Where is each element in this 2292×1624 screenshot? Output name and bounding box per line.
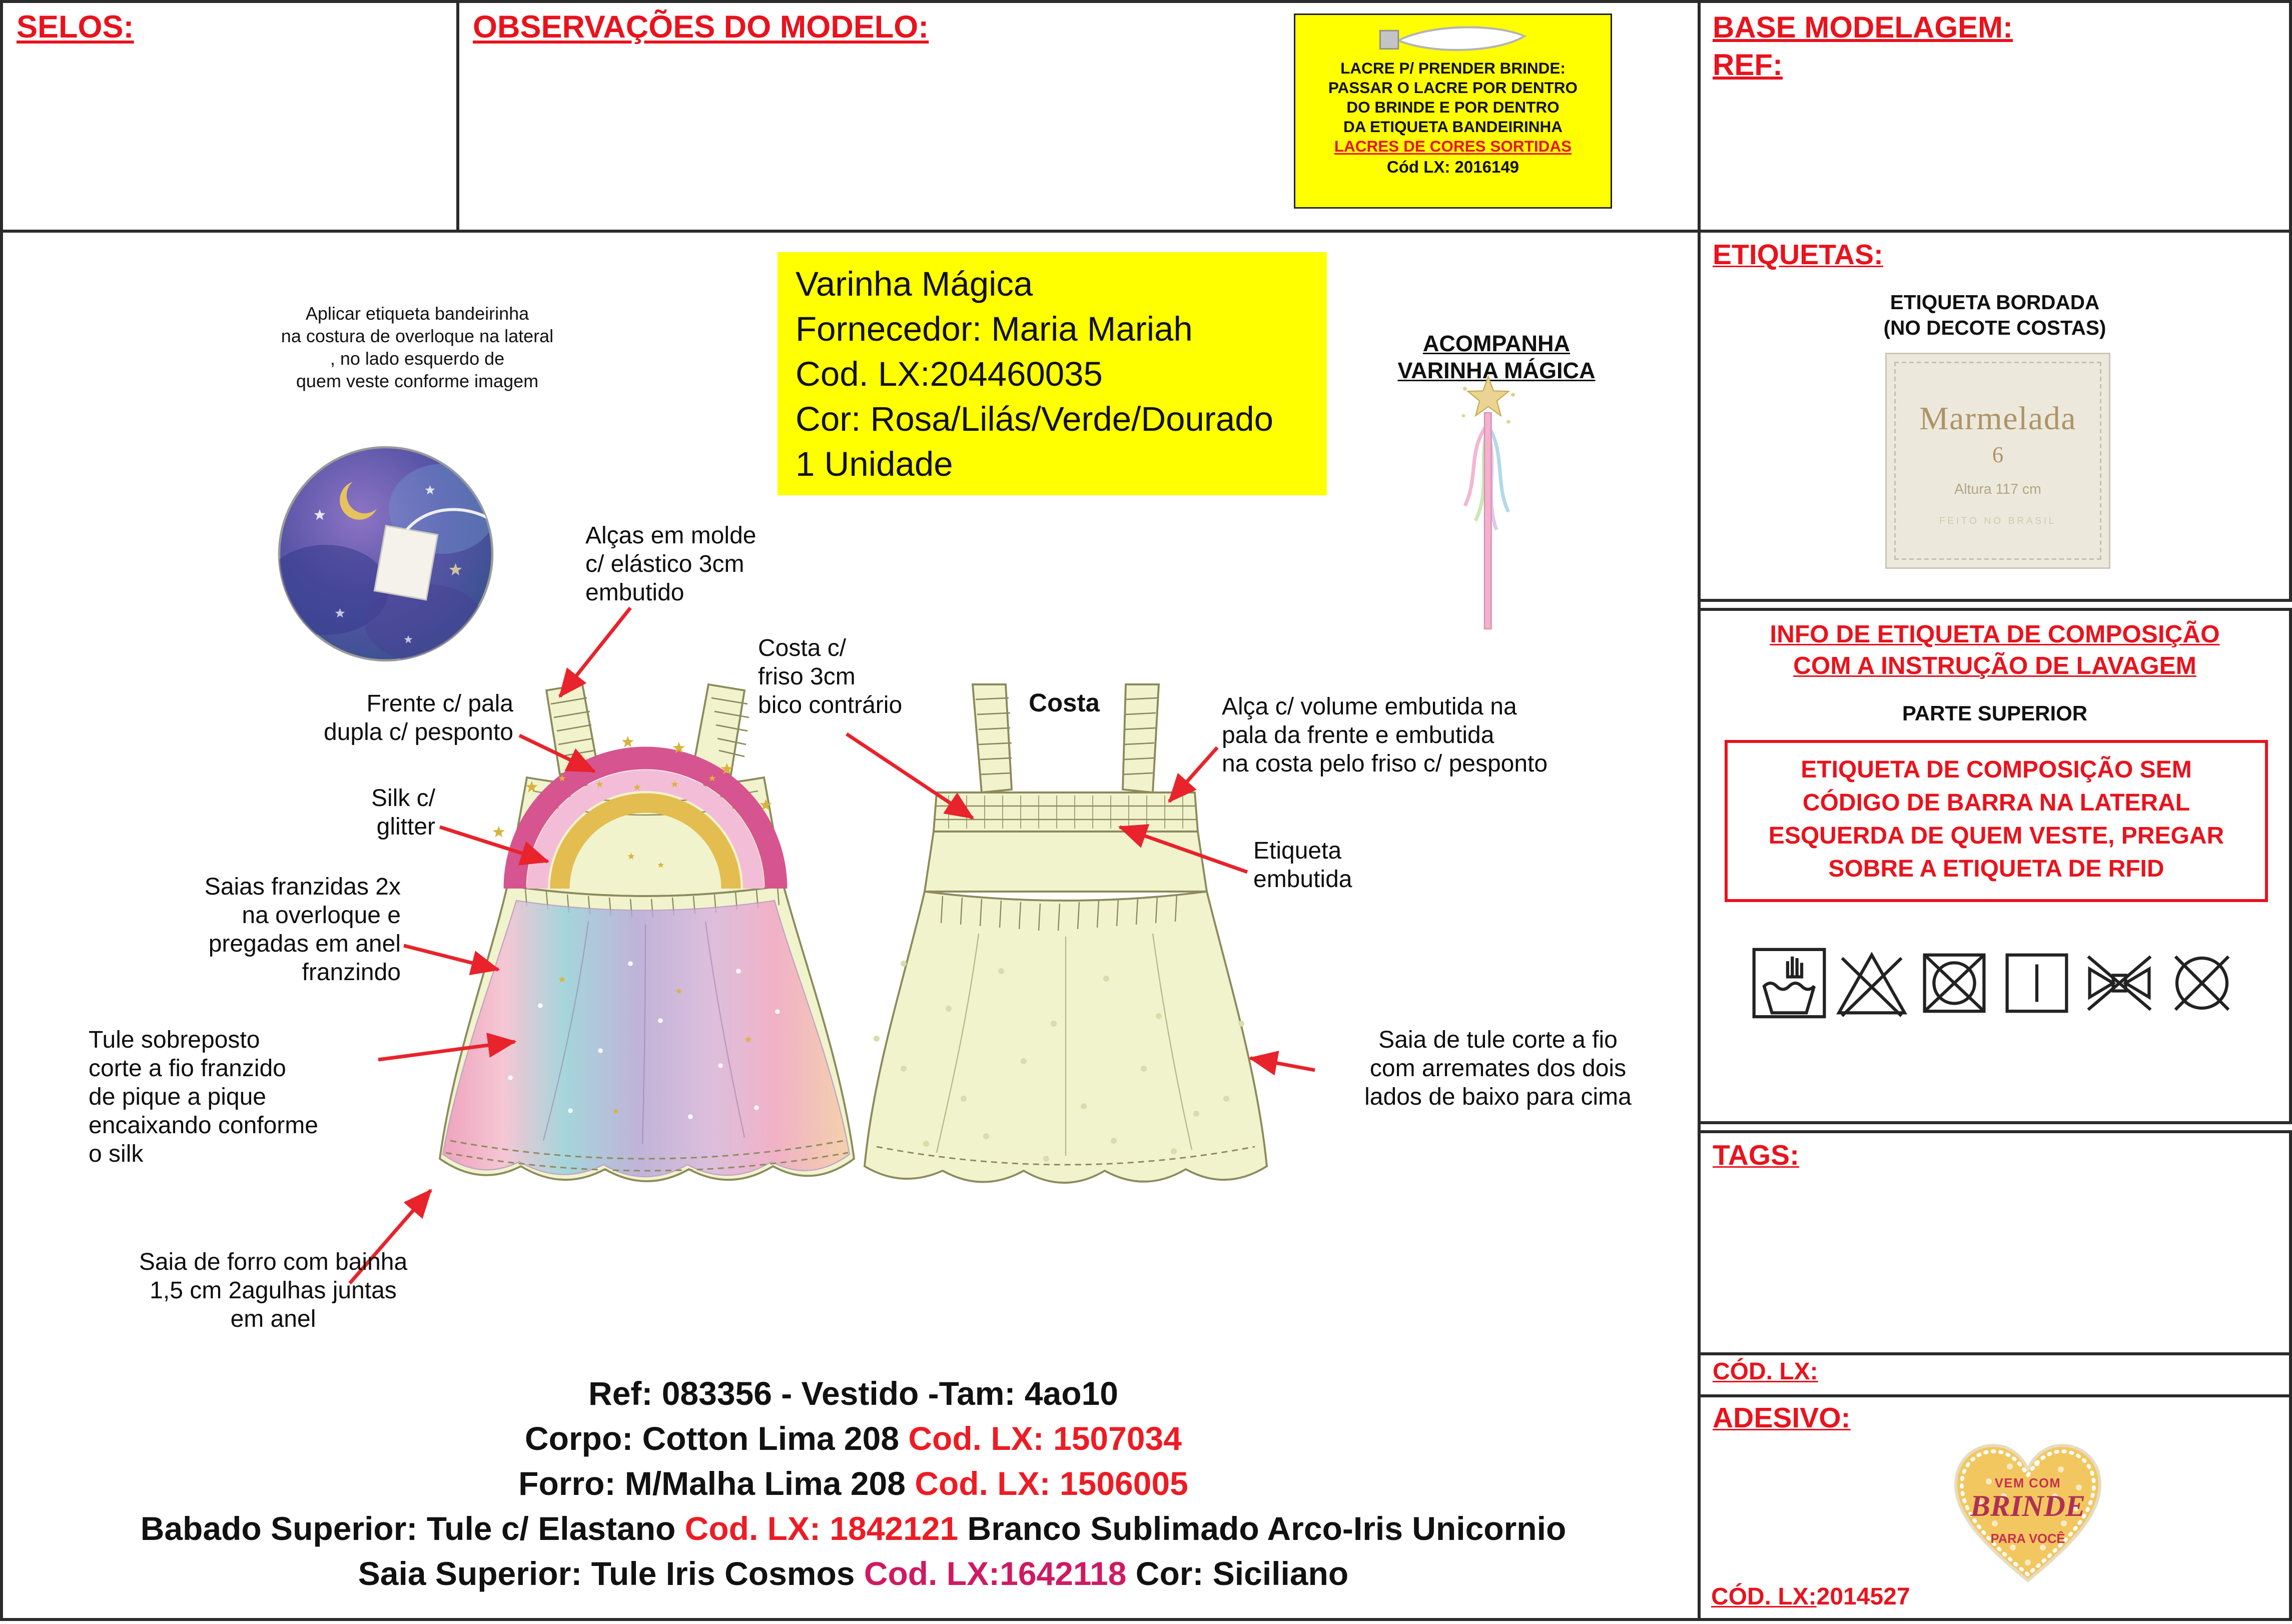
footer-ref-line: Ref: 083356 - Vestido -Tam: 4ao10: [588, 1375, 1118, 1412]
product-cod: Cod. LX:204460035: [796, 354, 1103, 393]
annotation-tule-sobreposto: Tule sobreposto corte a fio franzido de …: [89, 1028, 318, 1168]
label-size: 6: [1992, 444, 2004, 468]
tags-label: TAGS:: [1713, 1141, 1800, 1172]
acompanha-label: ACOMPANHA VARINHA MÁGICA: [1397, 332, 1596, 384]
tulle-overlay-skirt: [442, 900, 851, 1178]
brinde-sticker: VEM COM BRINDE PARA VOCÊ: [1944, 1430, 2112, 1598]
back-view-label: Costa: [1029, 689, 1100, 717]
footer-forro-line: Forro: M/Malha Lima 208 Cod. LX: 1506005: [21, 1462, 1686, 1507]
annotation-saias-franzidas: Saias franzidas 2x na overloque e pregad…: [204, 875, 401, 986]
product-qty: 1 Unidade: [796, 444, 953, 483]
heart-sticker-icon: [1954, 1443, 2102, 1582]
magic-wand-image: [1453, 374, 1525, 636]
sticker-bottom-text: PARA VOCÊ: [1990, 1531, 2065, 1546]
garment-flat-drawing: [438, 683, 1268, 1184]
etiquetas-section: ETIQUETAS: ETIQUETA BORDADA (NO DECOTE C…: [1698, 230, 2292, 602]
observacoes-section: OBSERVAÇÕES DO MODELO: LACRE P/ PRENDER …: [456, 0, 1701, 233]
babado-cod: Cod. LX: 1842121: [684, 1510, 959, 1547]
footer-babado-line: Babado Superior: Tule c/ Elastano Cod. L…: [21, 1507, 1686, 1552]
annotation-saia-forro: Saia de forro com bainha 1,5 cm 2agulhas…: [139, 1250, 408, 1333]
annotation-saia-tule: Saia de tule corte a fio com arremates d…: [1364, 1028, 1632, 1111]
care-symbols-row: [1701, 947, 2289, 1019]
adesivo-cod-number: 2014527: [1816, 1585, 1910, 1610]
do-not-tumble-dry-icon: [1916, 947, 1991, 1019]
woven-label-mock: Marmelada 6 Altura 117 cm FEITO NO BRASI…: [1885, 353, 2110, 569]
lacre-instructions: LACRE P/ PRENDER BRINDE: PASSAR O LACRE …: [1328, 60, 1578, 137]
lacre-colors-note: LACRES DE CORES SORTIDAS: [1334, 138, 1572, 156]
tags-section: TAGS:: [1698, 1130, 2292, 1355]
adesivo-section: ADESIVO: VEM COM BRINDE PARA VOCÊ CÓD. L…: [1698, 1394, 2292, 1621]
babado-text2: Branco Sublimado Arco-Iris Unicornio: [958, 1510, 1567, 1547]
parte-superior-label: PARTE SUPERIOR: [1902, 701, 2088, 725]
detail-photo: [275, 443, 497, 665]
drip-dry-icon: [1999, 947, 2074, 1019]
annotation-alcas: Alças em molde c/ elástico 3cm embutido: [585, 524, 756, 606]
lacre-note-box: LACRE P/ PRENDER BRINDE: PASSAR O LACRE …: [1294, 14, 1612, 209]
adesivo-cod: CÓD. LX:2014527: [1711, 1585, 1910, 1612]
etiqueta-bordada-title: ETIQUETA BORDADA (NO DECOTE COSTAS): [1883, 291, 2106, 339]
forro-cod: Cod. LX: 1506005: [915, 1465, 1188, 1502]
cod-lx-section: CÓD. LX:: [1698, 1352, 2292, 1397]
saia-text: Saia Superior: Tule Iris Cosmos: [358, 1555, 864, 1592]
footer-corpo-line: Corpo: Cotton Lima 208 Cod. LX: 1507034: [21, 1417, 1686, 1462]
sticker-main-text: BRINDE: [1970, 1490, 2086, 1523]
annotation-silk: Silk c/ glitter: [371, 786, 435, 841]
adesivo-cod-label: CÓD. LX:: [1711, 1585, 1817, 1610]
product-name: Varinha Mágica: [796, 264, 1033, 303]
adesivo-label: ADESIVO:: [1713, 1403, 1851, 1435]
label-brand: Marmelada: [1919, 399, 2076, 437]
annotation-costa-friso: Costa c/ friso 3cm bico contrário: [758, 636, 903, 719]
do-not-dry-clean-icon: [2164, 947, 2239, 1019]
label-height: Altura 117 cm: [1954, 482, 2041, 498]
product-info-box: Varinha Mágica Fornecedor: Maria Mariah …: [778, 252, 1327, 495]
rfid-note-box: ETIQUETA DE COMPOSIÇÃO SEM CÓDIGO DE BAR…: [1725, 740, 2268, 902]
product-supplier: Fornecedor: Maria Mariah: [796, 309, 1193, 348]
saia-cod: Cod. LX:1642118: [864, 1555, 1127, 1592]
ref-label: REF:: [1713, 50, 1783, 83]
corpo-text: Corpo: Cotton Lima 208: [525, 1420, 909, 1457]
cod-lx-label: CÓD. LX:: [1713, 1360, 1818, 1385]
lacre-cod: Cód LX: 2016149: [1386, 159, 1519, 177]
composition-info-title: INFO DE ETIQUETA DE COMPOSIÇÃO COM A INS…: [1770, 621, 2220, 680]
babado-text: Babado Superior: Tule c/ Elastano: [140, 1510, 685, 1547]
annotation-aplicar-etiqueta: Aplicar etiqueta bandeirinha na costura …: [281, 303, 554, 392]
lacre-seal-icon: [1379, 26, 1527, 51]
composition-footer: Ref: 083356 - Vestido -Tam: 4ao10 Corpo:…: [21, 1372, 1686, 1597]
selos-section: SELOS:: [0, 0, 459, 233]
product-color: Cor: Rosa/Lilás/Verde/Dourado: [796, 399, 1274, 438]
annotation-etiqueta-embutida: Etiqueta embutida: [1253, 839, 1352, 893]
drawing-area: Aplicar etiqueta bandeirinha na costura …: [0, 230, 1701, 1621]
footer-saia-line: Saia Superior: Tule Iris Cosmos Cod. LX:…: [21, 1552, 1686, 1597]
magic-wand-icon: [1461, 374, 1515, 630]
do-not-bleach-icon: [1834, 947, 1909, 1019]
hand-wash-icon: [1751, 947, 1826, 1019]
etiquetas-label: ETIQUETAS:: [1713, 240, 1883, 272]
base-modelagem-section: BASE MODELAGEM: REF:: [1698, 0, 2292, 233]
label-origin: FEITO NO BRASIL: [1939, 516, 2056, 527]
base-modelagem-label: BASE MODELAGEM:: [1713, 12, 2013, 45]
sticker-top-text: VEM COM: [1994, 1475, 2061, 1490]
do-not-wring-icon: [2081, 947, 2156, 1019]
annotation-alca-volume: Alça c/ volume embutida na pala da frent…: [1222, 695, 1548, 777]
saia-text2: Cor: Siciliano: [1126, 1555, 1349, 1592]
tulle-detail-photo: [278, 446, 494, 662]
selos-label: SELOS:: [17, 11, 134, 45]
composition-info-section: INFO DE ETIQUETA DE COMPOSIÇÃO COM A INS…: [1698, 608, 2292, 1124]
forro-text: Forro: M/Malha Lima 208: [518, 1465, 915, 1502]
label-stitch-border: [1894, 362, 2101, 560]
annotation-frente-pala: Frente c/ pala dupla c/ pesponto: [324, 692, 513, 746]
observacoes-label: OBSERVAÇÕES DO MODELO:: [473, 11, 929, 45]
corpo-cod: Cod. LX: 1507034: [908, 1420, 1182, 1457]
